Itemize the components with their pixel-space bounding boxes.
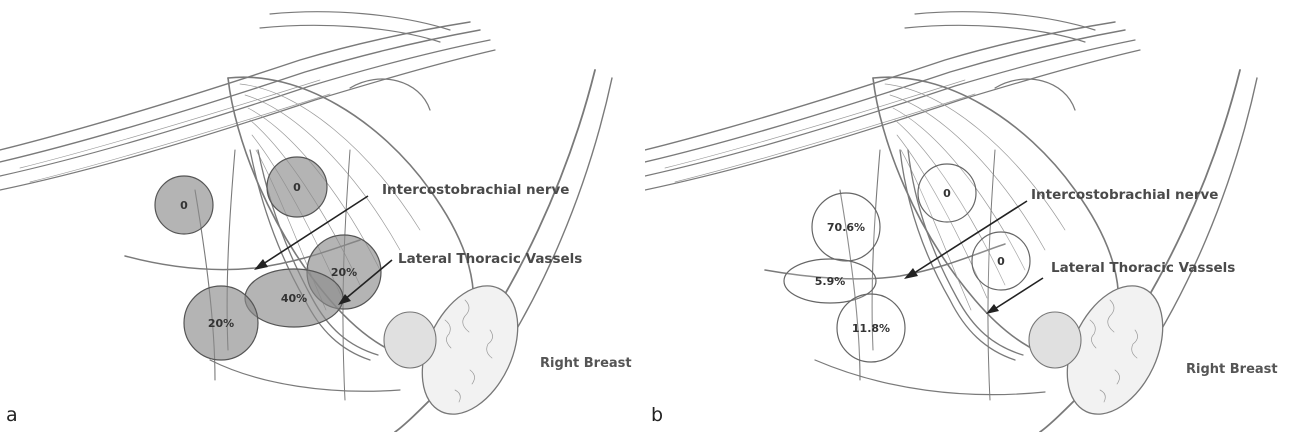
region-3: 0 [972,232,1030,290]
region-label: 20% [208,317,234,330]
region-label: 5.9% [815,275,846,288]
region-0: 70.6% [812,193,880,261]
region-label: 0 [293,181,301,194]
anatomy-illustration-a: 0 0 20% 40% 20% Intercostobrachial nerv [0,0,645,432]
region-label: 40% [281,292,307,305]
side-label: Right Breast [1186,362,1278,377]
nerve-label: Intercostobrachial nerve [1031,187,1218,203]
region-label: 0 [180,199,188,212]
region-4: 20% [184,286,258,360]
region-1: 0 [918,164,976,222]
region-label: 70.6% [827,221,865,234]
vessels-label: Lateral Thoracic Vassels [1051,260,1235,276]
region-1: 0 [267,157,327,217]
panel-b: 70.6% 0 5.9% 0 11.8% Intercostobrachial … [645,0,1290,432]
side-label: Right Breast [540,356,632,371]
anatomy-illustration-b: 70.6% 0 5.9% 0 11.8% Intercostobrachial … [645,0,1290,432]
panel-a: 0 0 20% 40% 20% Intercostobrachial nerv [0,0,645,432]
breast-tissue-b [1029,271,1182,430]
breast-tissue-a [384,271,537,430]
panel-letter: a [6,404,18,426]
region-4: 11.8% [837,294,905,362]
axillary-vessels-a [0,12,495,190]
region-0: 0 [155,176,213,234]
panel-letter: b [651,404,663,426]
nerve-label: Intercostobrachial nerve [382,182,569,198]
region-label: 11.8% [852,322,890,335]
region-label: 0 [997,255,1005,268]
vessels-label: Lateral Thoracic Vassels [398,251,582,267]
pectoral-muscle-b [873,77,1119,360]
region-3: 40% [245,269,343,327]
region-label: 20% [331,266,357,279]
axillary-vessels-b [645,12,1140,190]
region-label: 0 [943,187,951,200]
